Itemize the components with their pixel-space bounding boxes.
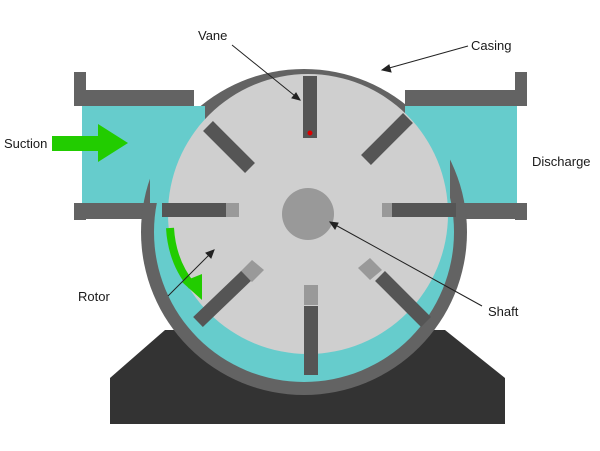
label-vane: Vane — [198, 28, 227, 43]
label-discharge: Discharge — [532, 154, 591, 169]
vane-lower-right — [375, 271, 431, 327]
shaft — [282, 188, 334, 240]
label-casing: Casing — [471, 38, 511, 53]
vanes — [162, 76, 456, 375]
label-rotor: Rotor — [78, 289, 110, 304]
vane-upper-left — [203, 121, 255, 173]
vane-lower-left — [193, 270, 251, 328]
label-suction: Suction — [4, 136, 47, 151]
vane-upper-right — [361, 113, 413, 165]
label-shaft: Shaft — [488, 304, 519, 319]
suction-arrow — [52, 124, 128, 162]
vane-marker — [307, 130, 313, 136]
leader-lines — [167, 44, 483, 307]
rotation-arrow — [166, 227, 202, 300]
